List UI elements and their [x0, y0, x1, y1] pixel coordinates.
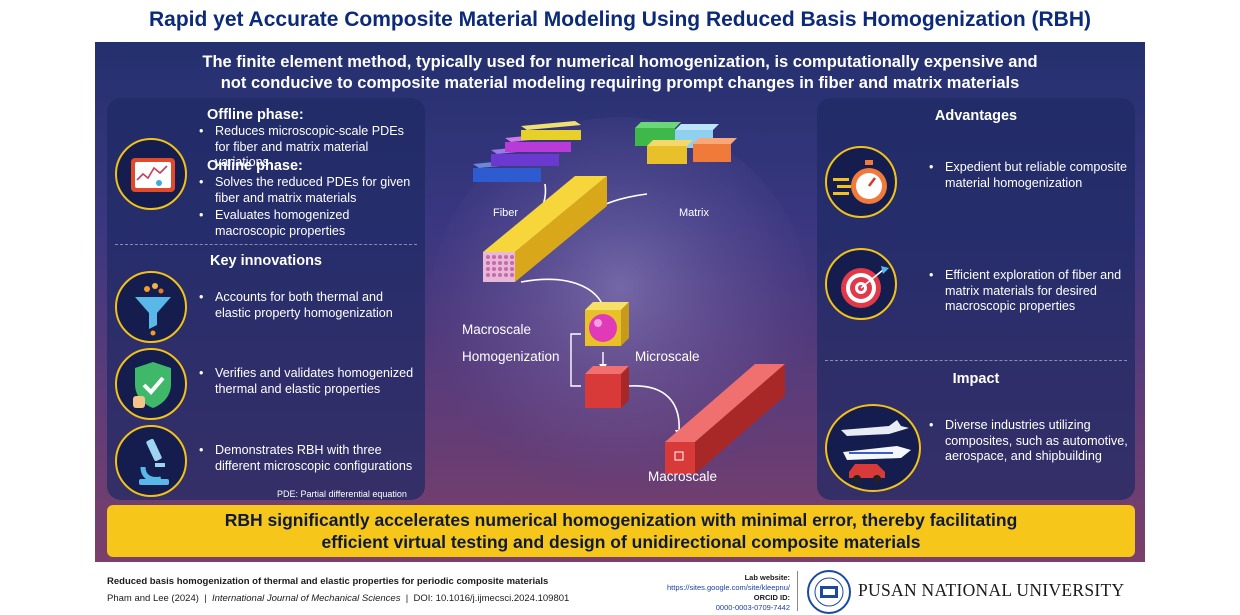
citation-line: Pham and Lee (2024) | International Jour… — [107, 593, 569, 604]
offline-item-text: Reduces microscopic-scale PDEs for fiber… — [199, 124, 417, 171]
orcid-link[interactable]: 0000-0003-0709-7442 — [715, 603, 790, 612]
citation-doi: DOI: 10.1016/j.ijmecsci.2024.109801 — [413, 593, 570, 604]
divider — [115, 244, 417, 245]
homogenization-label: Homogenization — [462, 349, 560, 364]
impact-header: Impact — [952, 371, 1000, 387]
university-name: PUSAN NATIONAL UNIVERSITY — [858, 580, 1125, 600]
innovation-text-1: Accounts for both thermal and elastic pr… — [199, 290, 417, 321]
shield-check-icon — [133, 362, 171, 408]
lab-website-label: Lab website: — [744, 573, 790, 582]
left-card: Offline phase: Reduces microscopic-scale… — [107, 98, 425, 500]
fiber-label: Fiber — [493, 207, 518, 219]
subtitle-line-2: not conducive to composite material mode… — [220, 74, 1020, 92]
innovations-header: Key innovations — [210, 253, 322, 269]
online-item-2: Evaluates homogenized macroscopic proper… — [199, 208, 417, 239]
microscope-circle — [115, 425, 187, 497]
citation-authors: Pham and Lee (2024) — [107, 593, 199, 604]
pde-note: PDE: Partial differential equation — [277, 489, 407, 499]
citation-sep-1: | — [201, 593, 210, 604]
advantage-1: Expedient but reliable composite materia… — [929, 160, 1132, 191]
offline-header: Offline phase: — [207, 107, 304, 123]
tablet-chart-icon — [131, 158, 175, 192]
page-title: Rapid yet Accurate Composite Material Mo… — [148, 8, 1092, 31]
microscale-label: Microscale — [635, 349, 700, 364]
macroscale-bottom-label: Macroscale — [648, 469, 717, 484]
bracket — [570, 333, 581, 387]
innovation-3: Demonstrates RBH with three different mi… — [199, 443, 422, 474]
offline-item: Reduces microscopic-scale PDEs for fiber… — [199, 124, 417, 171]
online-item-text-2: Evaluates homogenized macroscopic proper… — [199, 208, 417, 239]
paper-title: Reduced basis homogenization of thermal … — [107, 576, 549, 587]
funnel-icon — [135, 283, 171, 336]
innovation-1: Accounts for both thermal and elastic pr… — [199, 290, 417, 321]
impact-1: Diverse industries utilizing composites,… — [929, 418, 1137, 465]
online-item-1: Solves the reduced PDEs for given fiber … — [199, 175, 417, 206]
advantage-text-1: Expedient but reliable composite materia… — [929, 160, 1132, 191]
online-header: Online phase: — [207, 158, 303, 174]
infographic-panel: The finite element method, typically use… — [95, 42, 1145, 562]
orcid-label: ORCID ID: — [753, 593, 790, 602]
macroscale-top-label: Macroscale — [462, 322, 531, 337]
online-item-text-1: Solves the reduced PDEs for given fiber … — [199, 175, 417, 206]
advantage-2: Efficient exploration of fiber and matri… — [929, 268, 1137, 315]
innovation-2: Verifies and validates homogenized therm… — [199, 366, 422, 397]
university-seal — [807, 570, 851, 614]
advantage-text-2: Efficient exploration of fiber and matri… — [929, 268, 1137, 315]
impact-text-1: Diverse industries utilizing composites,… — [929, 418, 1137, 465]
summary-banner: RBH significantly accelerates numerical … — [107, 505, 1135, 557]
composite-illustration: Fiber Matrix Macroscale Homogenization M… — [462, 121, 785, 484]
vehicles-circle — [825, 404, 921, 492]
stopwatch-circle — [825, 146, 897, 218]
cell-arrow — [628, 385, 680, 433]
target-icon — [841, 266, 889, 308]
matrix-label: Matrix — [679, 207, 709, 219]
stopwatch-icon — [833, 160, 887, 204]
funnel-circle — [115, 271, 187, 343]
subtitle: The finite element method, typically use… — [95, 52, 1145, 94]
tablet-circle — [115, 138, 187, 210]
microscope-icon — [139, 438, 169, 485]
shield-circle — [115, 348, 187, 420]
citation-sep-2: | — [403, 593, 411, 604]
subtitle-line-1: The finite element method, typically use… — [202, 53, 1038, 71]
footer-divider — [797, 571, 798, 611]
fiber-bars — [473, 121, 581, 182]
lab-website-link[interactable]: https://sites.google.com/site/kleepnu/ — [667, 583, 790, 592]
banner-line-2: efficient virtual testing and design of … — [321, 532, 921, 552]
microscale-cell — [585, 302, 629, 346]
macroscale-fiber-bundle — [483, 176, 607, 282]
target-circle — [825, 248, 897, 320]
right-card: Advantages Expedient but reliable compos… — [817, 98, 1135, 500]
macroscale-red-bar — [665, 364, 785, 474]
matrix-blocks — [635, 122, 737, 164]
homogenized-cell — [585, 366, 629, 408]
innovation-text-3: Demonstrates RBH with three different mi… — [199, 443, 422, 474]
banner-line-1: RBH significantly accelerates numerical … — [224, 510, 1018, 530]
vehicles-icon — [841, 420, 911, 483]
innovation-text-2: Verifies and validates homogenized therm… — [199, 366, 422, 397]
divider-right — [825, 360, 1127, 361]
citation-journal: International Journal of Mechanical Scie… — [211, 593, 401, 604]
advantages-header: Advantages — [934, 108, 1018, 124]
